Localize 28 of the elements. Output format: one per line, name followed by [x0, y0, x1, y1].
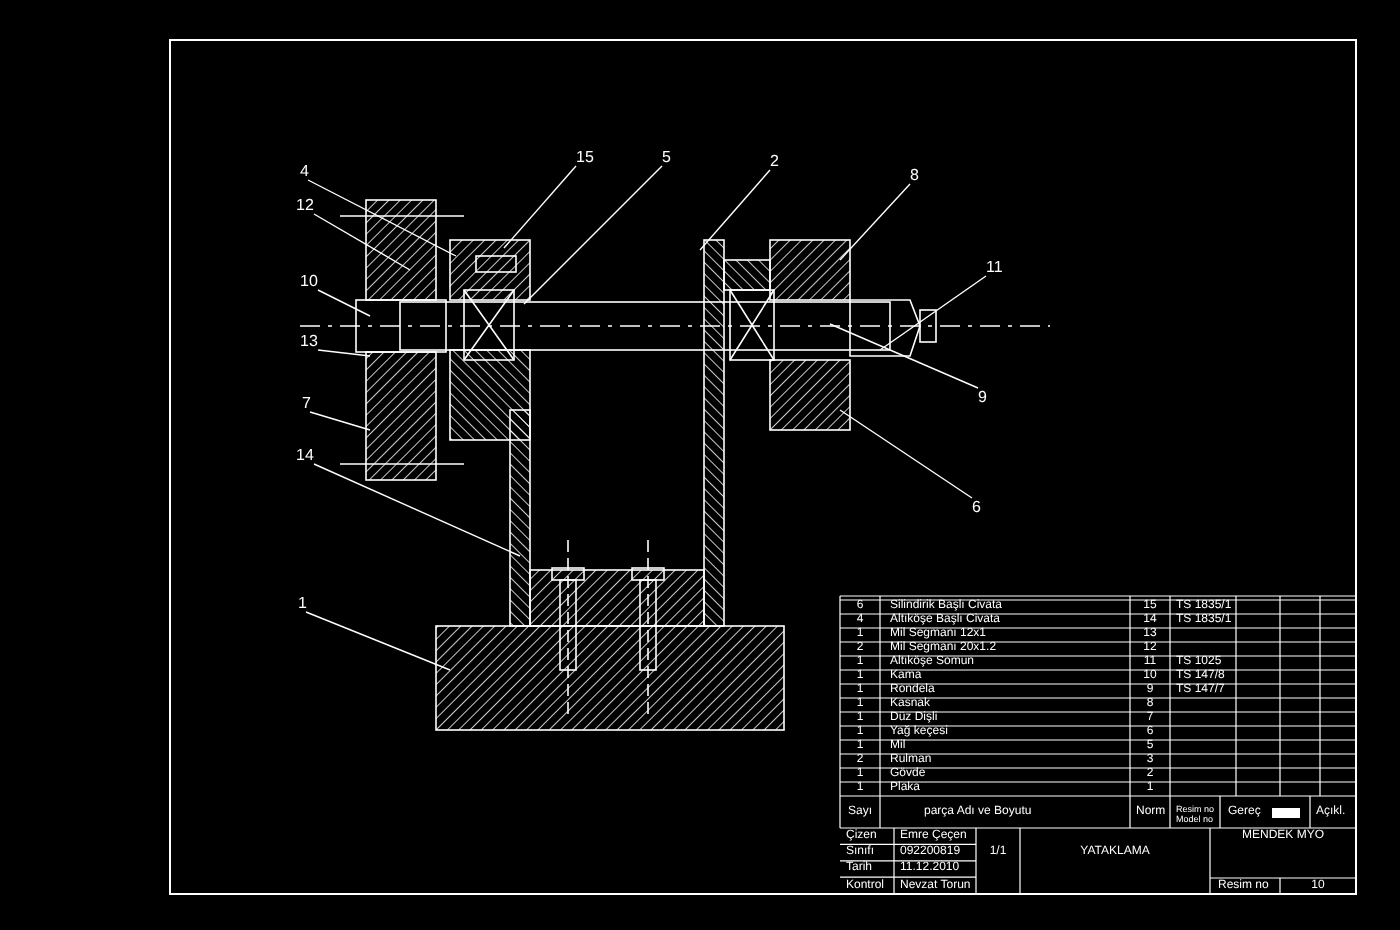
callout-number: 6 [972, 498, 981, 516]
leader-line [839, 183, 911, 261]
leader-line [317, 289, 371, 317]
leader-line [317, 349, 371, 357]
callout-number: 4 [300, 162, 309, 180]
callout-number: 13 [300, 332, 318, 350]
leader-line [839, 409, 973, 499]
leader-line [307, 179, 457, 257]
leader-line [305, 611, 451, 671]
callout-number: 7 [302, 394, 311, 412]
leader-line [699, 169, 771, 251]
callout-number: 9 [978, 388, 987, 406]
leader-line [523, 165, 663, 305]
leader-line [309, 411, 371, 431]
callout-number: 8 [910, 166, 919, 184]
leader-line [503, 165, 577, 249]
leader-line [829, 323, 979, 389]
callout-number: 14 [296, 446, 314, 464]
leader-line [313, 213, 411, 271]
callout-number: 11 [986, 258, 1003, 276]
callout-number: 2 [770, 152, 779, 170]
leader-line [879, 275, 987, 351]
callout-number: 12 [296, 196, 314, 214]
callout-number: 10 [300, 272, 318, 290]
callout-number: 15 [576, 148, 594, 166]
leader-line [313, 463, 521, 557]
callout-number: 1 [298, 594, 307, 612]
callout-number: 5 [662, 148, 671, 166]
